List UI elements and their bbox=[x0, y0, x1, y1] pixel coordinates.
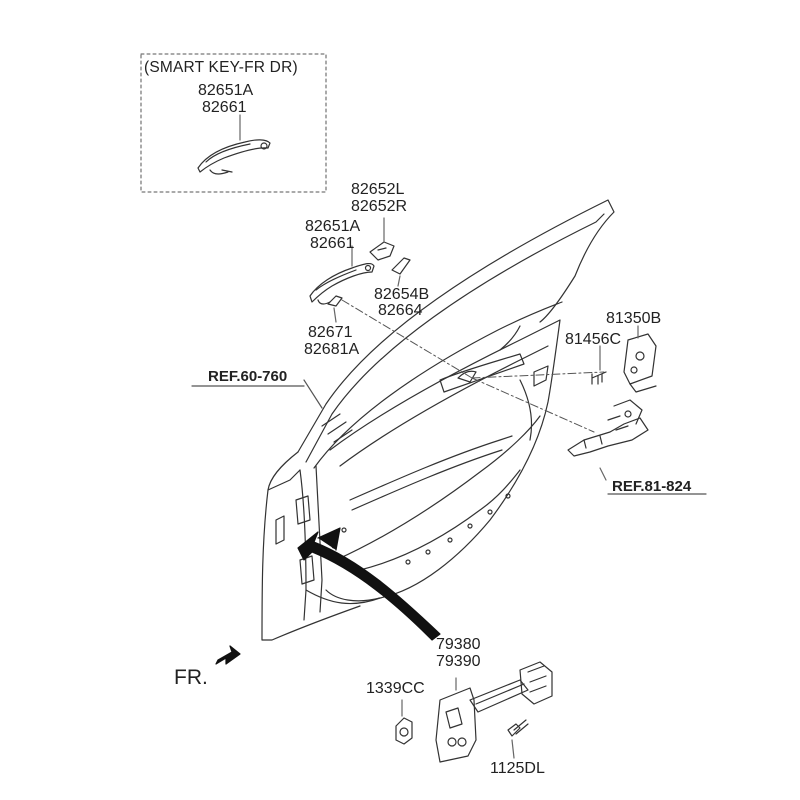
checker-part-number: 79390 bbox=[436, 653, 481, 670]
handle-pad-icon bbox=[391, 257, 411, 287]
ref-door-lock: REF.81-824 bbox=[612, 478, 692, 495]
forward-direction-label: FR. bbox=[174, 666, 208, 689]
striker-screw-icon bbox=[591, 345, 607, 385]
outside-handle-icon bbox=[309, 245, 375, 305]
striker-part-number: 81350B bbox=[606, 310, 662, 327]
smart-key-part-number: 82651A bbox=[198, 82, 254, 99]
handle-gasket-icon bbox=[327, 295, 343, 323]
smart-key-handle-icon bbox=[197, 114, 271, 175]
door-checker-icon bbox=[435, 661, 553, 763]
forward-arrow-icon bbox=[215, 645, 241, 665]
outside-handle-part-number: 82651A bbox=[305, 218, 361, 235]
handle-cover-icon bbox=[369, 217, 395, 261]
handle-pad-part-number: 82654B bbox=[374, 286, 430, 303]
smart-key-box-title: (SMART KEY-FR DR) bbox=[144, 59, 298, 76]
outside-handle-part-number: 82661 bbox=[310, 235, 355, 252]
handle-gasket-part-number: 82681A bbox=[304, 341, 360, 358]
checker-part-number: 79380 bbox=[436, 636, 481, 653]
striker-icon bbox=[623, 325, 657, 393]
striker-screw-part-number: 81456C bbox=[565, 331, 622, 348]
ref-door-panel: REF.60-760 bbox=[208, 368, 288, 385]
handle-pad-part-number: 82664 bbox=[378, 302, 423, 319]
ref-door-leader bbox=[303, 379, 323, 409]
front-door-panel-icon bbox=[261, 199, 615, 641]
door-lock-icon bbox=[567, 399, 649, 481]
checker-bolt-part-number: 1125DL bbox=[490, 760, 545, 777]
handle-gasket-part-number: 82671 bbox=[308, 324, 353, 341]
checker-pointer-icon bbox=[297, 527, 441, 641]
handle-cover-part-number: 82652L bbox=[351, 181, 405, 198]
checker-bolt-icon bbox=[507, 719, 529, 759]
smart-key-part-number: 82661 bbox=[202, 99, 247, 116]
assembly-guide-lines bbox=[341, 299, 605, 433]
checker-nut-icon bbox=[395, 699, 413, 745]
handle-cover-part-number: 82652R bbox=[351, 198, 408, 215]
checker-nut-part-number: 1339CC bbox=[366, 680, 425, 697]
smart-key-box-frame bbox=[140, 53, 327, 193]
